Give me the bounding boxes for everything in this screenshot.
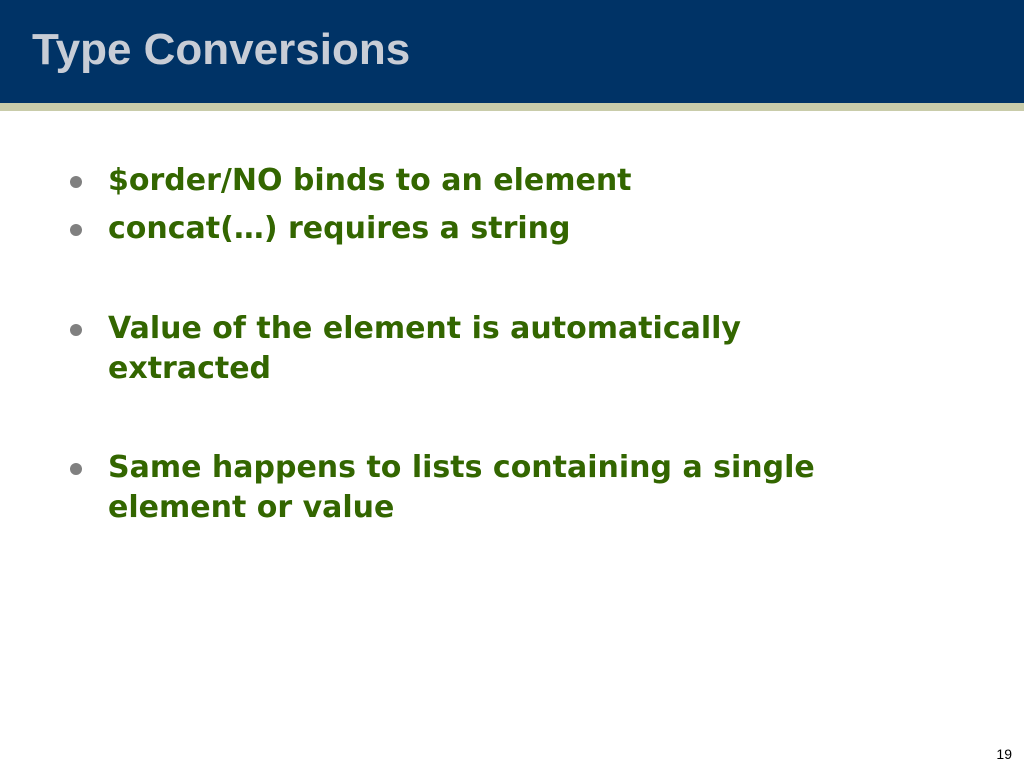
bullet-item: Same happens to lists containing a singl… <box>70 448 890 528</box>
bullet-marker-icon <box>70 463 82 475</box>
bullet-marker-icon <box>70 224 82 236</box>
bullet-marker-icon <box>70 324 82 336</box>
bullet-item: Value of the element is automatically ex… <box>70 309 830 389</box>
bullet-marker-icon <box>70 176 82 188</box>
bullet-item: $order/NO binds to an element <box>70 161 950 201</box>
title-bar <box>0 0 1024 103</box>
slide-title: Type Conversions <box>32 25 411 74</box>
bullet-item: concat(…) requires a string <box>70 209 950 249</box>
bullet-text: $order/NO binds to an element <box>108 163 632 198</box>
page-number: 19 <box>996 746 1012 762</box>
title-divider <box>0 103 1024 111</box>
bullet-text: Same happens to lists containing a singl… <box>108 450 815 525</box>
bullet-text: concat(…) requires a string <box>108 211 571 246</box>
bullet-text: Value of the element is automatically ex… <box>108 311 741 386</box>
